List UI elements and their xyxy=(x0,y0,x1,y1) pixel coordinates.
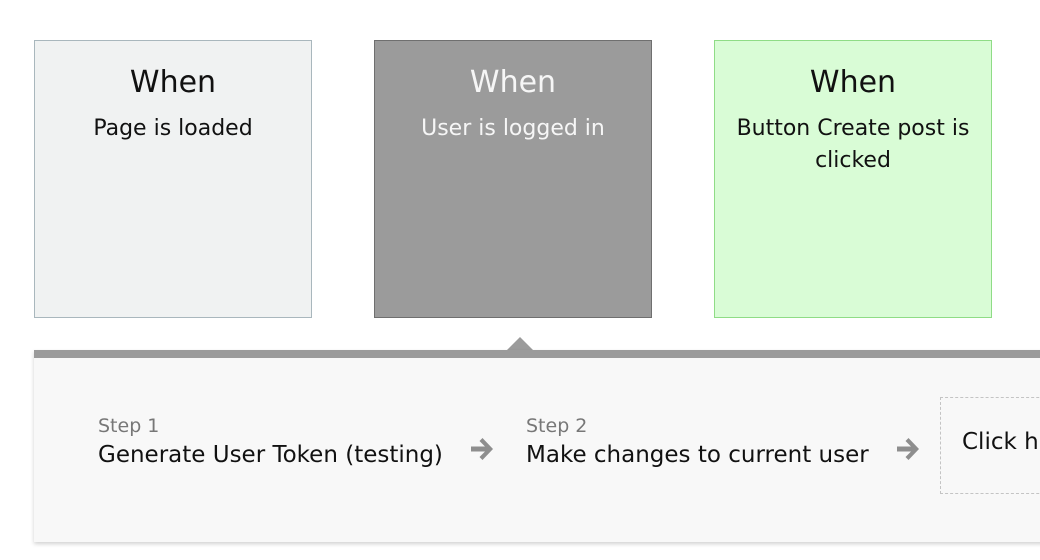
selected-event-pointer xyxy=(506,337,534,351)
workflow-steps-panel: Step 1 Generate User Token (testing) Ste… xyxy=(34,350,1040,542)
event-card-user-logged-in[interactable]: When User is logged in xyxy=(374,40,652,318)
event-description: User is logged in xyxy=(421,116,605,141)
step-card-2[interactable]: Step 2 Make changes to current user xyxy=(526,414,869,472)
event-when-label: When xyxy=(469,65,557,100)
step-title: Make changes to current user xyxy=(526,442,869,468)
event-card-page-loaded[interactable]: When Page is loaded xyxy=(34,40,312,318)
step-title: Generate User Token (testing) xyxy=(98,442,443,468)
event-when-label: When xyxy=(809,65,897,100)
event-description: Button Create post is clicked xyxy=(736,116,970,173)
event-card-button-clicked[interactable]: When Button Create post is clicked xyxy=(714,40,992,318)
event-when-label: When xyxy=(129,65,217,100)
arrow-right-icon xyxy=(897,438,919,460)
step-card-1[interactable]: Step 1 Generate User Token (testing) xyxy=(98,414,443,472)
step-number: Step 2 xyxy=(526,415,588,437)
event-description: Page is loaded xyxy=(93,116,253,141)
arrow-right-icon xyxy=(471,438,493,460)
add-action-button[interactable]: Click here to add an action... xyxy=(940,397,1040,494)
step-number: Step 1 xyxy=(98,415,160,437)
